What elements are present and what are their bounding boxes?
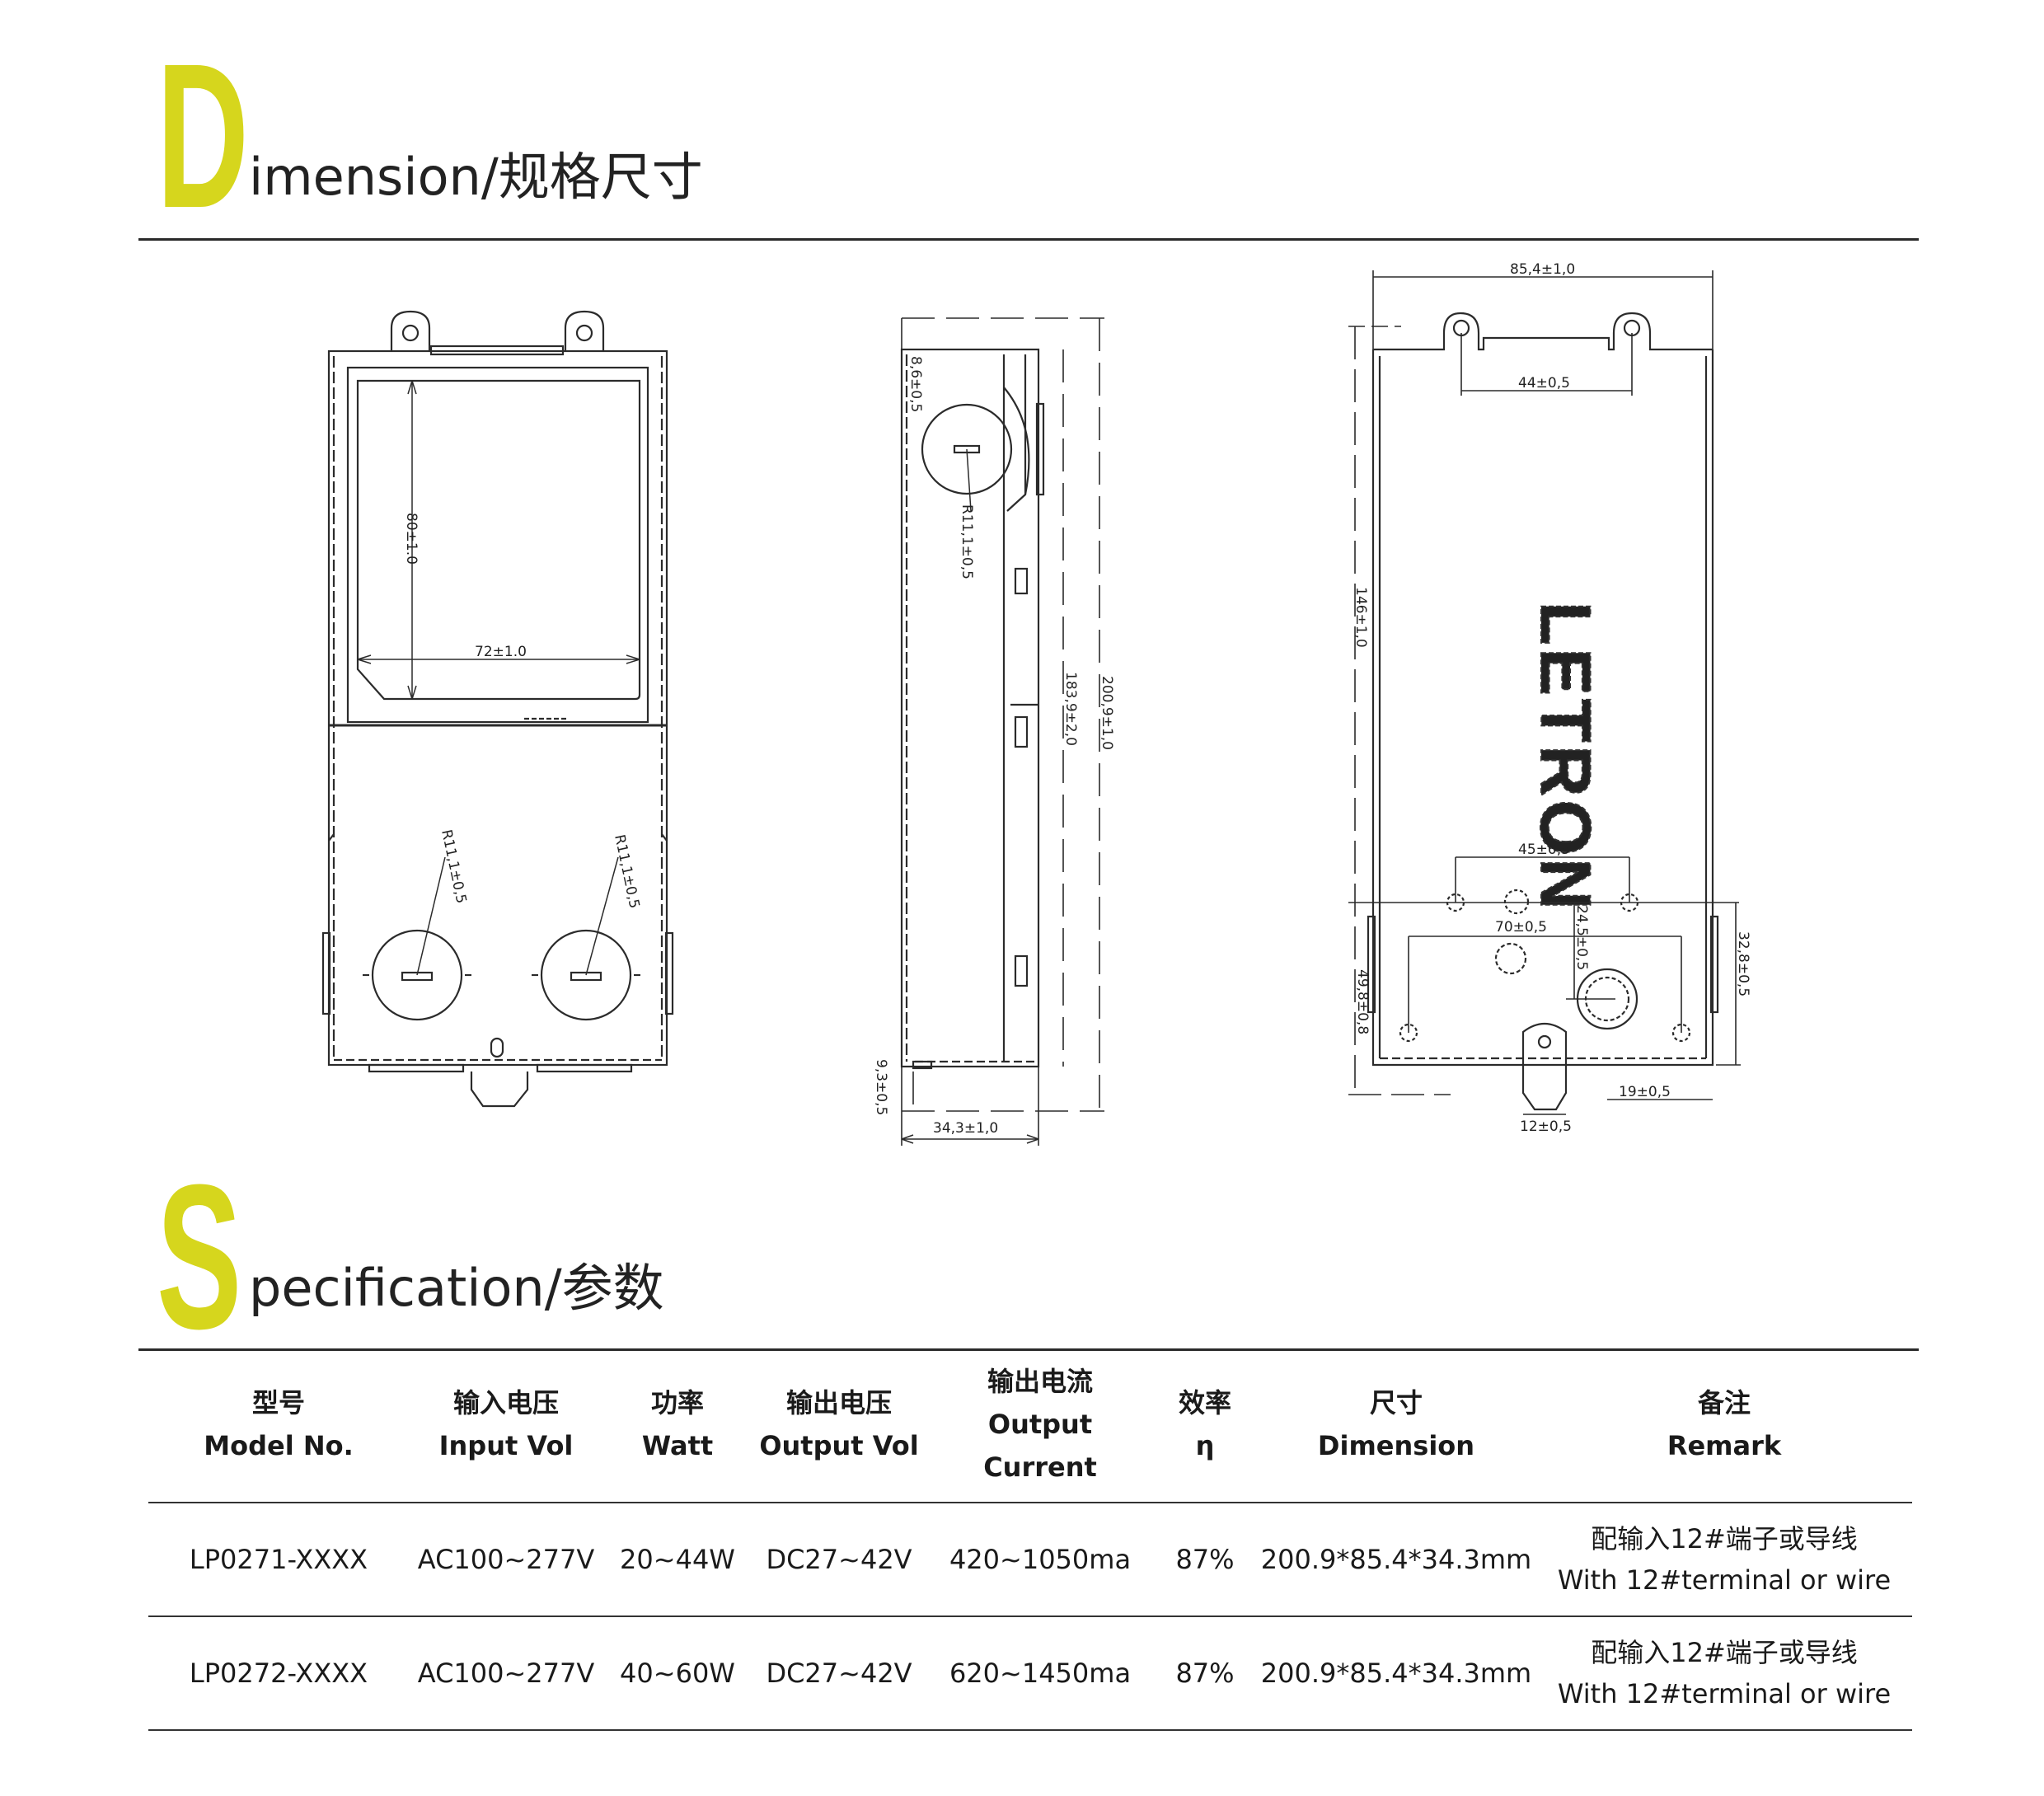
back-view: LETRON (1367, 312, 1719, 1111)
back-overall-width-label: 85,4±1,0 (1510, 261, 1575, 278)
cell-model: LP0272-XXXX (148, 1616, 409, 1731)
side-bottom-offset-label: 9,3±0,5 (873, 1059, 889, 1115)
side-top-offset-label: 8,6±0,5 (907, 356, 924, 412)
cell-dimension: 200.9*85.4*34.3mm (1256, 1616, 1536, 1731)
back-bottom-height-label: 49,8±0,8 (1354, 969, 1371, 1034)
dimension-drawing: LETRON 80± (321, 261, 1751, 1146)
cell-output-current: 420~1050ma (926, 1503, 1154, 1617)
specification-initial-letter: S (157, 1142, 242, 1372)
cell-dimension: 200.9*85.4*34.3mm (1256, 1503, 1536, 1617)
cell-output-vol: DC27~42V (752, 1616, 926, 1731)
back-lower-hole-spacing-label: 70±0,5 (1495, 919, 1547, 936)
dimension-initial-letter: D (157, 21, 249, 251)
front-window-width-label: 72±1.0 (475, 644, 527, 660)
cell-input-vol: AC100~277V (409, 1616, 603, 1731)
front-window-height-label: 80±1.0 (403, 513, 420, 565)
side-depth-label: 34,3±1,0 (933, 1120, 998, 1137)
side-view-dimension-lines (901, 317, 1104, 1146)
table-row: LP0272-XXXX AC100~277V 40~60W DC27~42V 6… (148, 1616, 1912, 1731)
cell-output-vol: DC27~42V (752, 1503, 926, 1617)
specification-title: pecification/参数 (249, 1258, 664, 1318)
table-row: LP0271-XXXX AC100~277V 20~44W DC27~42V 4… (148, 1503, 1912, 1617)
back-bottom-hole-spacing-label: 45±0,5 (1518, 842, 1570, 858)
side-total-length-label: 200,9±1,0 (1099, 676, 1115, 750)
back-hole-offset-label: 24,5±0,5 (1573, 905, 1590, 970)
back-right-height-label: 32,8±0,5 (1735, 931, 1751, 996)
side-knockout-label: R11,1±0,5 (959, 504, 975, 579)
back-height-to-holes-label: 146±1,0 (1353, 587, 1369, 648)
dimension-divider (138, 238, 1919, 241)
front-view (321, 310, 674, 1108)
cell-model: LP0271-XXXX (148, 1503, 409, 1617)
cell-efficiency: 87% (1154, 1616, 1256, 1731)
cell-watt: 40~60W (603, 1616, 752, 1731)
dimension-title: imension/规格尺寸 (249, 147, 703, 207)
cell-watt: 20~44W (603, 1503, 752, 1617)
side-view (900, 348, 1045, 1070)
back-tab-width-label: 12±0,5 (1520, 1118, 1572, 1135)
back-top-hole-spacing-label: 44±0,5 (1518, 375, 1570, 392)
side-inner-length-label: 183,9±2,0 (1062, 672, 1079, 746)
specification-divider (138, 1348, 1919, 1351)
back-view-dimension-lines (1348, 270, 1741, 1115)
cell-output-current: 620~1450ma (926, 1616, 1154, 1731)
brand-logo: LETRON (1526, 602, 1605, 913)
cell-input-vol: AC100~277V (409, 1503, 603, 1617)
cell-efficiency: 87% (1154, 1503, 1256, 1617)
back-right-offset-label: 19±0,5 (1619, 1084, 1671, 1100)
front-right-knockout-label: R11,1±0,5 (611, 833, 642, 910)
